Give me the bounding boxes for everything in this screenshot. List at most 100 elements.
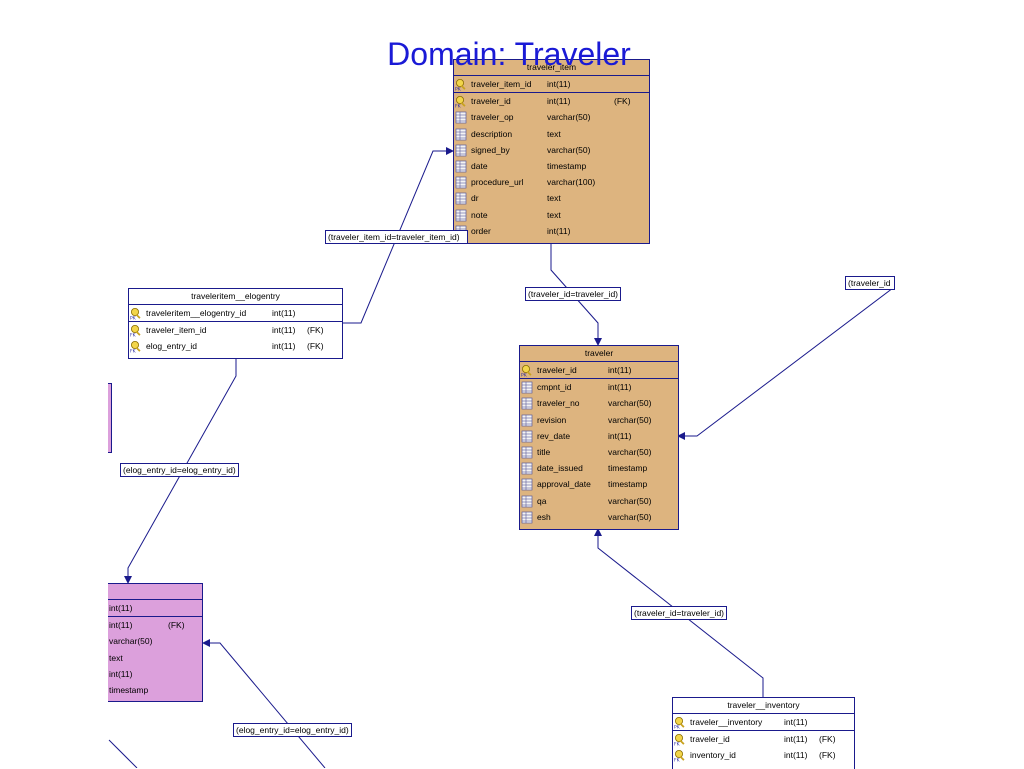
column-type: int(11) <box>547 96 571 107</box>
table-row[interactable]: note text <box>454 207 649 223</box>
column-name: traveler_item_id <box>471 79 532 89</box>
table-row[interactable]: title varchar(50) <box>520 444 678 460</box>
table-row[interactable]: signed_by varchar(50) <box>454 142 649 158</box>
column-fk-flag: (FK) <box>614 96 631 107</box>
column-type: int(11) <box>272 308 296 318</box>
column-type: varchar(50) <box>547 144 591 155</box>
table-header: traveler__inventory <box>673 698 854 714</box>
column-type: varchar(50) <box>608 398 652 409</box>
column-name: date_issued <box>537 463 583 474</box>
column-type: varchar(50) <box>547 112 591 123</box>
table-row[interactable]: traveler_op varchar(50) <box>454 109 649 125</box>
table-row[interactable]: int(11)(FK) <box>108 617 202 633</box>
rel-label-traveler-id-inventory[interactable]: (traveler_id=traveler_id) <box>631 606 727 620</box>
table-header <box>108 584 202 600</box>
column-icon <box>455 144 468 157</box>
column-type: int(11) <box>784 734 808 745</box>
column-name: dr <box>471 193 479 204</box>
column-icon <box>455 111 468 124</box>
column-type: int(11) <box>608 382 632 393</box>
column-type: varchar(50) <box>608 495 652 506</box>
table-row[interactable]: text <box>108 650 202 666</box>
column-icon <box>521 462 534 475</box>
column-name: traveler_id <box>537 365 577 375</box>
table-row[interactable]: qa varchar(50) <box>520 493 678 509</box>
column-name: traveler__inventory <box>690 717 763 727</box>
rel-label-elog-entry-id[interactable]: (elog_entry_id=elog_entry_id) <box>120 463 239 477</box>
rel-line-offscreen-to-traveler <box>677 287 894 440</box>
rel-label-elog-entry-id-lower[interactable]: (elog_entry_id=elog_entry_id) <box>233 723 352 737</box>
table-row[interactable]: varchar(50) <box>108 633 202 649</box>
column-icon <box>455 160 468 173</box>
column-type: int(11) <box>109 668 133 679</box>
column-name: traveler_no <box>537 398 580 409</box>
rel-label-traveler-item-id[interactable]: (traveler_item_id=traveler_item_id) <box>325 230 468 244</box>
column-type: int(11) <box>109 620 133 631</box>
column-type: int(11) <box>547 79 571 89</box>
column-fk-flag: (FK) <box>307 325 324 336</box>
table-row[interactable]: traveler_no varchar(50) <box>520 395 678 411</box>
column-type: varchar(50) <box>608 446 652 457</box>
column-name: rev_date <box>537 430 571 441</box>
table-row[interactable]: int(11) <box>108 666 202 682</box>
column-name: approval_date <box>537 479 591 490</box>
column-icon <box>455 176 468 189</box>
column-icon <box>521 414 534 427</box>
column-name: traveler_op <box>471 112 514 123</box>
table-offscreen-partial <box>108 383 112 453</box>
column-type: text <box>109 652 123 663</box>
column-icon <box>521 478 534 491</box>
column-type: int(11) <box>784 717 808 727</box>
foreign-key-icon: FK <box>130 324 143 339</box>
column-type: timestamp <box>608 479 648 490</box>
column-name: qa <box>537 495 547 506</box>
rel-label-traveler-id-offscreen[interactable]: (traveler_id <box>845 276 895 290</box>
column-icon <box>521 511 534 524</box>
column-name: note <box>471 209 488 220</box>
column-name: traveleritem__elogentry_id <box>146 308 247 318</box>
column-name: title <box>537 446 551 457</box>
column-type: text <box>547 209 561 220</box>
column-name: revision <box>537 414 567 425</box>
primary-key-icon: PK <box>521 364 534 379</box>
column-icon <box>521 430 534 443</box>
column-name: description <box>471 128 513 139</box>
table-row[interactable]: int(11) <box>108 600 202 618</box>
table-row[interactable]: approval_date timestamp <box>520 476 678 492</box>
column-name: signed_by <box>471 144 510 155</box>
diagram-title: Domain: Traveler <box>387 36 631 72</box>
svg-text:FK: FK <box>130 333 137 338</box>
table-header: traveleritem__elogentry <box>129 289 342 305</box>
column-type: int(11) <box>784 750 808 761</box>
rel-label-traveler-id[interactable]: (traveler_id=traveler_id) <box>525 287 621 301</box>
column-type: timestamp <box>547 160 587 171</box>
table-row[interactable]: timestamp <box>108 682 202 698</box>
column-type: int(11) <box>272 341 296 352</box>
foreign-key-icon: FK <box>130 340 143 355</box>
foreign-key-icon: FK <box>674 749 687 764</box>
